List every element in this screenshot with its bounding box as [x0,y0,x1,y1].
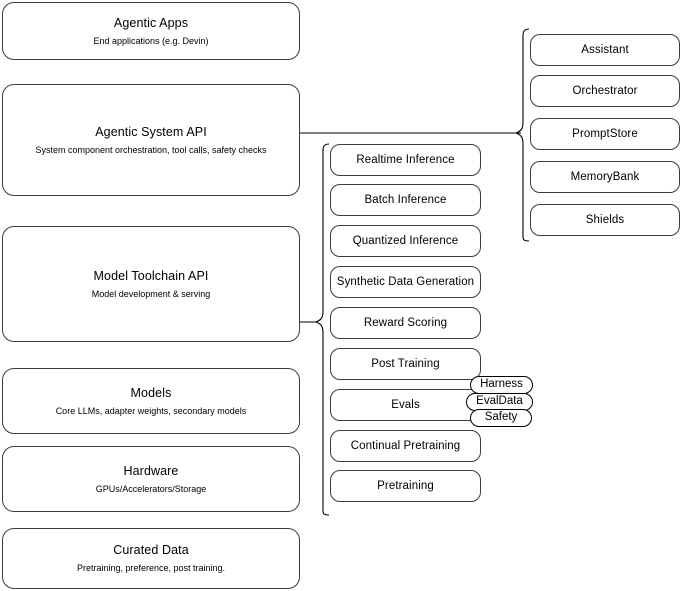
brace-right-column [514,28,530,242]
layer-subtitle: Core LLMs, adapter weights, secondary mo… [55,405,247,416]
layer-subtitle: GPUs/Accelerators/Storage [95,483,207,494]
toolchain-box-synthetic-data-generation[interactable]: Synthetic Data Generation [330,266,481,298]
eval-pill-label: Safety [484,411,518,424]
toolchain-box-realtime-inference[interactable]: Realtime Inference [330,144,481,176]
toolchain-label: Evals [391,398,420,411]
layer-subtitle: System component orchestration, tool cal… [35,144,267,155]
toolchain-label: Pretraining [377,479,434,492]
toolchain-box-post-training[interactable]: Post Training [330,348,481,380]
component-label: MemoryBank [570,170,640,183]
component-box-memorybank[interactable]: MemoryBank [530,161,680,193]
eval-pill-harness[interactable]: Harness [470,376,533,394]
toolchain-label: Synthetic Data Generation [336,275,475,288]
layer-box-hardware[interactable]: Hardware GPUs/Accelerators/Storage [2,446,300,512]
component-box-orchestrator[interactable]: Orchestrator [530,75,680,107]
component-label: Assistant [581,43,629,56]
layer-title: Agentic System API [95,124,207,139]
layer-box-agentic-system-api[interactable]: Agentic System API System component orch… [2,84,300,196]
brace-middle-column [314,143,330,516]
component-label: Shields [585,213,625,226]
component-box-shields[interactable]: Shields [530,204,680,236]
toolchain-label: Reward Scoring [363,316,448,329]
toolchain-label: Quantized Inference [352,234,459,247]
toolchain-label: Realtime Inference [356,153,455,166]
layer-title: Hardware [123,463,179,478]
layer-box-curated-data[interactable]: Curated Data Pretraining, preference, po… [2,528,300,589]
layer-title: Models [130,385,172,400]
eval-pill-label: Harness [480,378,523,391]
layer-title: Curated Data [113,543,189,557]
toolchain-box-quantized-inference[interactable]: Quantized Inference [330,225,481,257]
layer-title: Model Toolchain API [93,268,209,283]
toolchain-box-continual-pretraining[interactable]: Continual Pretraining [330,430,481,462]
layer-subtitle: Model development & serving [91,288,211,299]
toolchain-label: Batch Inference [364,193,447,206]
layer-title: Agentic Apps [113,15,189,30]
component-box-assistant[interactable]: Assistant [530,34,680,66]
eval-pill-label: EvalData [476,395,523,408]
toolchain-box-reward-scoring[interactable]: Reward Scoring [330,307,481,339]
component-label: Orchestrator [572,84,638,97]
toolchain-box-batch-inference[interactable]: Batch Inference [330,184,481,216]
toolchain-label: Continual Pretraining [350,439,461,452]
eval-pill-safety[interactable]: Safety [470,409,532,427]
component-label: PromptStore [572,127,638,140]
layer-box-agentic-apps[interactable]: Agentic Apps End applications (e.g. Devi… [2,2,300,60]
layer-box-models[interactable]: Models Core LLMs, adapter weights, secon… [2,368,300,434]
layer-subtitle: Pretraining, preference, post training. [76,563,226,573]
toolchain-box-pretraining[interactable]: Pretraining [330,470,481,502]
toolchain-label: Post Training [371,357,440,370]
component-box-promptstore[interactable]: PromptStore [530,118,680,150]
layer-box-model-toolchain-api[interactable]: Model Toolchain API Model development & … [2,226,300,342]
toolchain-box-evals[interactable]: Evals [330,389,481,421]
layer-subtitle: End applications (e.g. Devin) [93,35,209,46]
